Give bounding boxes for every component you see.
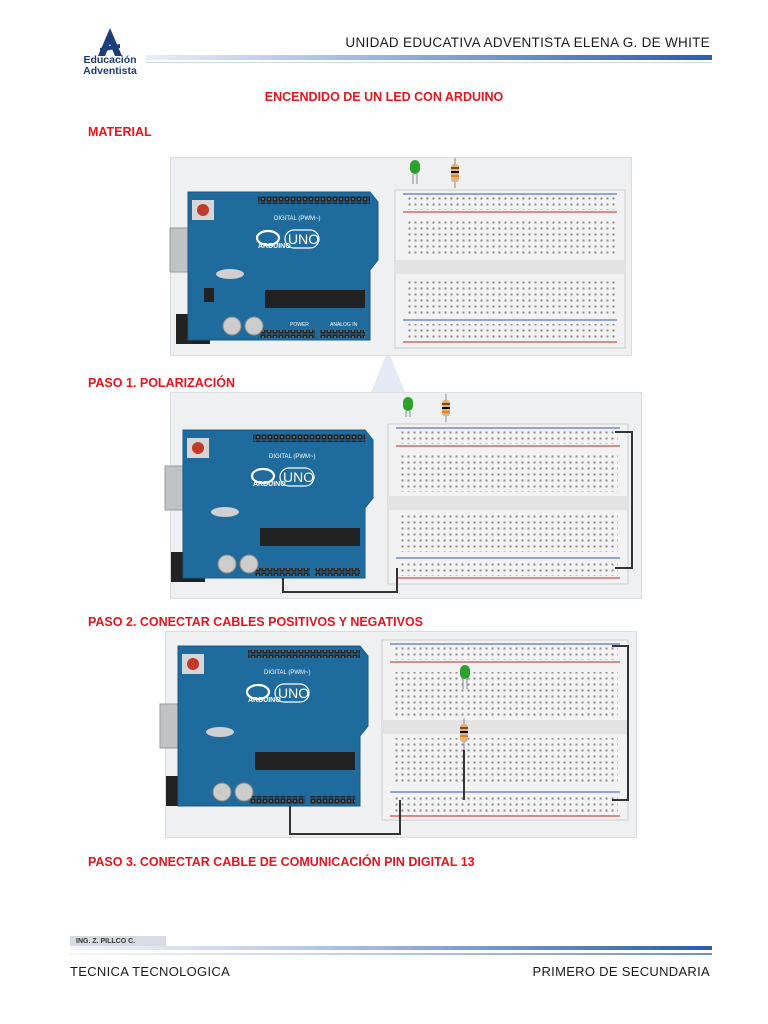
svg-text:DIGITAL (PWM~): DIGITAL (PWM~) xyxy=(264,670,311,676)
board-brand: ARDUINO xyxy=(258,243,291,250)
logo-text: Educación Adventista xyxy=(70,55,150,77)
footer-grade: PRIMERO DE SECUNDARIA xyxy=(532,964,710,979)
section-paso3: PASO 3. CONECTAR CABLE DE COMUNICACIÓN P… xyxy=(88,855,475,869)
svg-text:DIGITAL (PWM~): DIGITAL (PWM~) xyxy=(269,454,316,460)
section-paso1: PASO 1. POLARIZACIÓN xyxy=(88,376,236,390)
wire-paso1-right xyxy=(615,431,633,569)
header-rule-thin xyxy=(146,62,712,63)
wire-paso1-bottom xyxy=(282,568,398,593)
footer-rule xyxy=(70,946,712,950)
svg-text:POWER: POWER xyxy=(290,322,309,328)
svg-text:UNO: UNO xyxy=(278,685,309,701)
svg-text:UNO: UNO xyxy=(283,469,314,485)
led-material xyxy=(410,160,420,184)
header-rule xyxy=(146,55,712,60)
board-model: UNO xyxy=(288,231,319,247)
author-label: ING. Z. PILLCO C. xyxy=(70,936,166,948)
arduino-board-paso1: DIGITAL (PWM~) ARDUINO UNO xyxy=(164,429,374,582)
resistor-material xyxy=(451,158,459,188)
section-material: MATERIAL xyxy=(88,125,152,139)
footer-rule-thin xyxy=(70,953,712,955)
arduino-board-paso2: DIGITAL (PWM~) ARDUINO UNO xyxy=(159,645,369,807)
section-paso2: PASO 2. CONECTAR CABLES POSITIVOS Y NEGA… xyxy=(88,615,424,629)
resistor-paso2 xyxy=(460,718,468,750)
footer-subject: TECNICA TECNOLOGICA xyxy=(70,964,231,979)
wire-paso2-bottom xyxy=(289,800,401,835)
wire-paso2-right xyxy=(612,645,629,801)
svg-text:ARDUINO: ARDUINO xyxy=(253,481,286,488)
breadboard-material xyxy=(394,189,626,349)
svg-text:ARDUINO: ARDUINO xyxy=(248,697,281,704)
logo-line-2: Adventista xyxy=(83,65,137,77)
school-name: UNIDAD EDUCATIVA ADVENTISTA ELENA G. DE … xyxy=(345,35,710,50)
education-logo xyxy=(98,28,122,56)
led-paso1 xyxy=(403,397,413,417)
arduino-board-material: DIGITAL (PWM~) ARDUINO UNO POWER ANALOG … xyxy=(169,191,379,344)
breadboard-paso1 xyxy=(387,423,629,585)
breadboard-paso2 xyxy=(381,639,629,821)
board-digital-label: DIGITAL (PWM~) xyxy=(274,216,321,222)
resistor-paso1 xyxy=(442,394,450,422)
led-paso2 xyxy=(460,665,470,689)
svg-text:ANALOG IN: ANALOG IN xyxy=(330,322,358,328)
page-title: ENCENDIDO DE UN LED CON ARDUINO xyxy=(264,90,504,104)
logo-line-1: Educación xyxy=(83,54,137,66)
